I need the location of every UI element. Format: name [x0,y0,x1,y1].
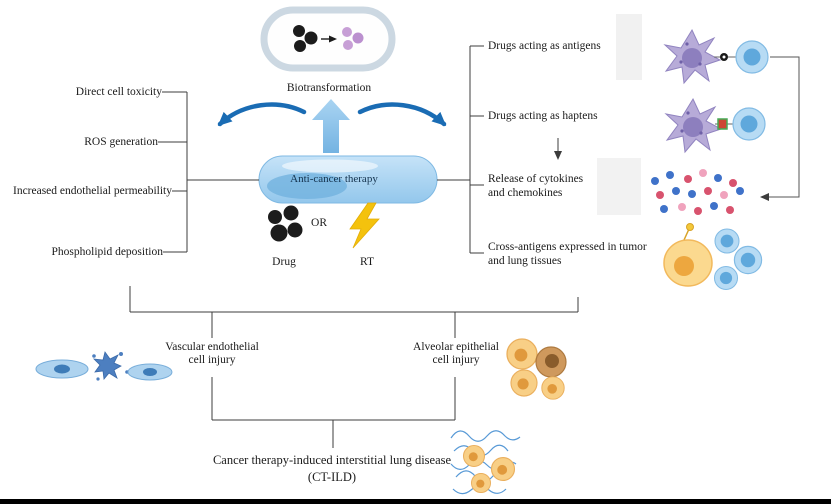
mechanism-direct-cell-toxicity: Direct cell toxicity [75,86,162,98]
dendritic-cell-icon [665,98,722,153]
rt-label: RT [359,256,375,268]
biotransformation-label: Biotransformation [286,82,372,94]
tumor-cell-with-lymphocytes-icon [663,223,763,291]
cytokine-dots-icon [651,169,744,215]
radiotherapy-bolt-icon [349,202,380,249]
left-bracket-lines [158,91,259,253]
mechanism-increased-permeability: Increased endothelial permeability [12,185,172,197]
anticancer-capsule-icon [258,155,438,204]
mechanism-cytokine-release: Release of cytokines and chemokines [488,173,584,199]
left-swoosh-arrow-icon [217,102,307,127]
metabolite-dots-icon [342,27,364,50]
drug-label: Drug [272,256,296,268]
lymphocyte-icon [732,107,766,141]
fibrosis-icon [450,430,521,495]
mechanism-drugs-as-antigens: Drugs acting as antigens [488,40,601,52]
biotransformation-capsule-icon [260,6,396,72]
drug-dots-icon [293,25,318,52]
up-arrow-icon [312,99,350,153]
lymphocyte-icon [735,40,769,74]
drug-molecule-icon [268,205,303,242]
right-bracket-lines [437,45,484,254]
branch-arrows [217,102,447,127]
faded-artifact-boxes [597,14,642,215]
antigen-presentation-row1 [664,29,769,84]
hapten-presentation-row2 [665,98,766,153]
anticancer-therapy-label: Anti-cancer therapy [290,173,378,185]
mechanism-cross-antigens: Cross-antigens expressed in tumor and lu… [488,241,647,267]
alveolar-cells-icon [506,338,567,400]
mechanism-phospholipid-deposition: Phospholipid deposition [51,246,164,258]
right-swoosh-arrow-icon [357,102,447,127]
vascular-injury-label: Vascular endothelial cell injury [165,341,259,366]
bottom-border-line [0,499,831,504]
mechanism-drugs-as-haptens: Drugs acting as haptens [488,110,598,122]
alveolar-injury-label: Alveolar epithelial cell injury [413,341,499,366]
endothelial-cells-icon [35,351,173,381]
or-label: OR [311,217,327,229]
ctild-outcome-label: Cancer therapy-induced interstitial lung… [212,453,452,484]
row1-to-cytokines-arrow [760,56,800,201]
flowchart-lines [129,286,579,448]
dendritic-cell-icon [664,29,721,84]
mechanism-ros-generation: ROS generation [84,136,158,148]
